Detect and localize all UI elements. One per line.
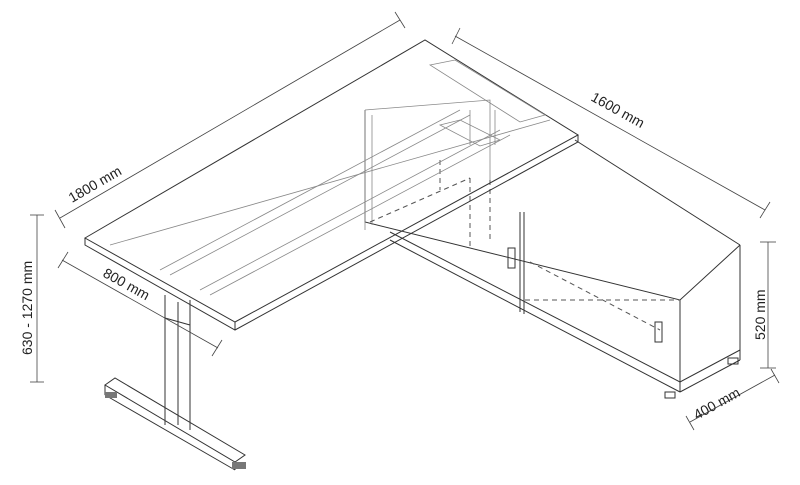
door-handle-left (507, 247, 516, 269)
door-handle-right (654, 321, 663, 343)
dim-cabinet-height: 520 mm (752, 289, 768, 340)
sideboard-cabinet (364, 99, 741, 399)
dim-return-length: 1600 mm (589, 89, 648, 131)
dim-cabinet-depth: 400 mm (691, 384, 743, 423)
desk-top (83, 39, 579, 331)
dim-desk-length: 1800 mm (66, 163, 125, 206)
desk-leg (104, 295, 246, 471)
dimension-lines (30, 11, 780, 431)
dim-desk-depth: 800 mm (101, 265, 153, 304)
dim-height-range: 630 - 1270 mm (19, 261, 35, 355)
